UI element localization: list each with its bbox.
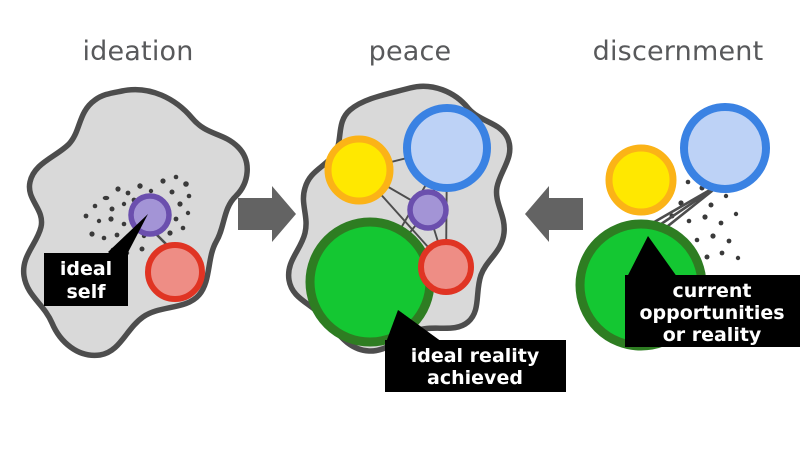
callout-ideal-self-line-2: self: [67, 281, 107, 303]
peace-blue-circle: [403, 104, 491, 192]
discernment-yellow-circle: [605, 144, 677, 216]
peace-purple-circle: [407, 189, 449, 231]
discernment-blue-circle: [680, 103, 770, 193]
ideation-reality-circle: [145, 242, 205, 302]
panel-ideation: ideal self: [20, 86, 250, 359]
callout-ideal-self-line-1: ideal: [60, 258, 112, 280]
ideation-speck-cloud: [83, 174, 192, 257]
panel-peace: ideal reality achieved: [285, 83, 566, 392]
peace-yellow-circle: [324, 135, 394, 205]
callout-current-opportunities-line-1: current: [672, 280, 751, 302]
panel-title-discernment: discernment: [593, 36, 764, 67]
panel-title-peace: peace: [369, 36, 452, 67]
peace-red-circle: [418, 239, 474, 295]
panel-discernment: current opportunities or reality: [575, 103, 800, 351]
arrow-right-to-middle: [525, 186, 583, 242]
callout-ideal-reality-line-2: achieved: [427, 367, 523, 389]
arrow-left-to-middle: [238, 186, 296, 242]
callout-ideal-self: ideal self: [44, 214, 148, 306]
panel-title-ideation: ideation: [82, 36, 193, 67]
callout-current-opportunities-line-2: opportunities: [639, 302, 784, 324]
callout-ideal-reality-line-1: ideal reality: [411, 345, 540, 367]
callout-current-opportunities: current opportunities or reality: [625, 236, 800, 347]
callout-ideal-reality-achieved: ideal reality achieved: [385, 310, 566, 392]
callout-current-opportunities-line-3: or reality: [663, 324, 762, 346]
